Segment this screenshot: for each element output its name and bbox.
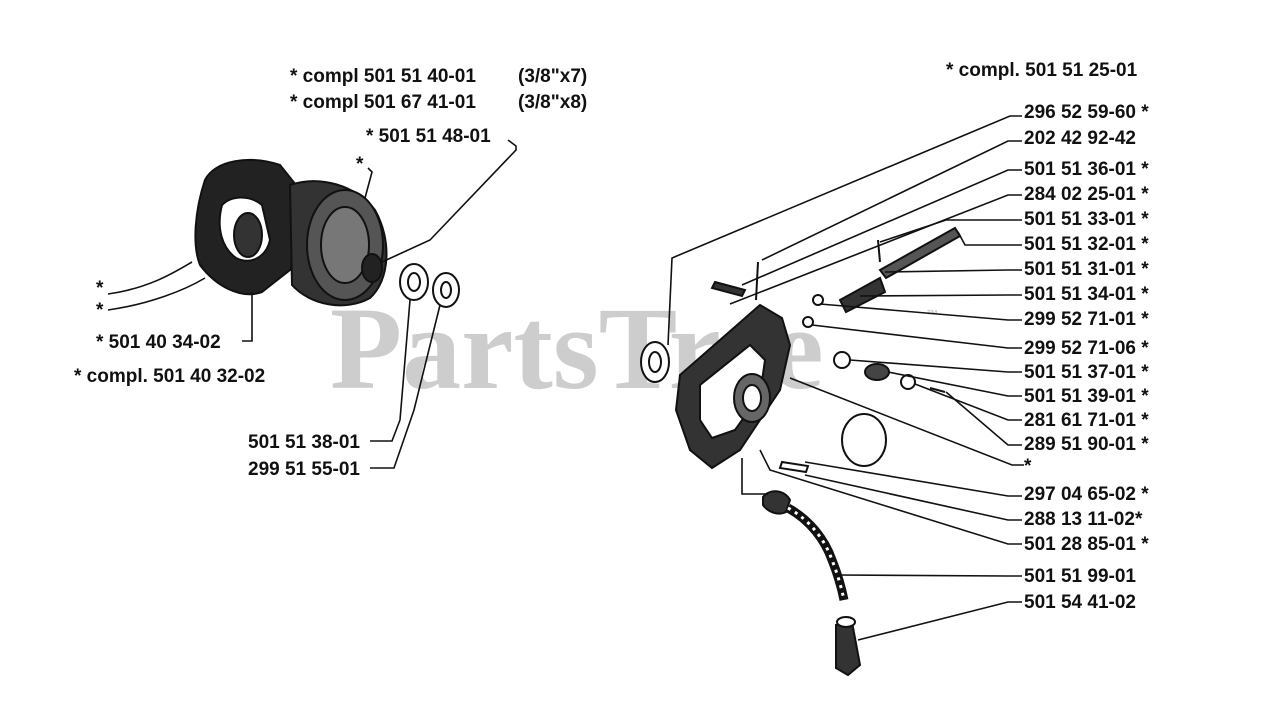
clutch-leader-lines [107, 139, 517, 469]
label-pump-part: 501 51 34-01 * [1024, 284, 1149, 305]
oil-pump-labels: * compl. 501 51 25-01 296 52 59-60 * 202… [946, 60, 1149, 613]
label-pump-part: 299 52 71-01 * [1024, 309, 1149, 330]
label-pump-part: 202 42 92-42 [1024, 128, 1136, 149]
label-star-left-2: * [96, 300, 104, 321]
label-pump-part: 501 51 37-01 * [1024, 362, 1149, 383]
label-pump-part: 501 28 85-01 * [1024, 534, 1149, 555]
label-compl-b: * compl 501 67 41-01 [290, 92, 476, 113]
label-clutch-compl: * compl. 501 40 32-02 [74, 366, 265, 387]
clutch-drawing [194, 159, 460, 308]
label-washer-part: 299 51 55-01 [248, 459, 360, 480]
label-shoe-part: * 501 40 34-02 [96, 332, 221, 353]
label-star-left-1: * [96, 278, 104, 299]
label-bearing-part: 501 51 38-01 [248, 432, 360, 453]
label-pump-part: 296 52 59-60 * [1024, 102, 1149, 123]
oil-pump-leader-lines [667, 115, 1024, 641]
label-pump-part: 501 51 99-01 [1024, 566, 1136, 587]
label-pump-part: 288 13 11-02* [1024, 509, 1143, 530]
label-pump-part: 299 52 71-06 * [1024, 338, 1149, 359]
label-compl-b-note: (3/8"x8) [518, 92, 587, 113]
label-pump-part: 501 51 39-01 * [1024, 386, 1149, 407]
label-pump-part: 297 04 65-02 * [1024, 484, 1149, 505]
label-compl-a: * compl 501 51 40-01 [290, 66, 476, 87]
label-pump-part: 501 51 31-01 * [1024, 259, 1149, 280]
label-pump-part: 284 02 25-01 * [1024, 184, 1149, 205]
label-pump-compl: * compl. 501 51 25-01 [946, 60, 1138, 81]
label-pump-part: 501 51 33-01 * [1024, 209, 1149, 230]
label-compl-a-note: (3/8"x7) [518, 66, 587, 87]
label-pump-part: 281 61 71-01 * [1024, 410, 1149, 431]
label-pump-part: 289 51 90-01 * [1024, 434, 1149, 455]
label-pump-part: 501 54 41-02 [1024, 592, 1136, 613]
label-pump-part: 501 51 32-01 * [1024, 234, 1149, 255]
label-drum-star: * [356, 154, 364, 175]
label-pump-star: * [1024, 456, 1032, 477]
label-drum-part: * 501 51 48-01 [366, 126, 491, 147]
label-pump-part: 501 51 36-01 * [1024, 159, 1149, 180]
clutch-labels: * compl 501 51 40-01 (3/8"x7) * compl 50… [74, 66, 587, 480]
